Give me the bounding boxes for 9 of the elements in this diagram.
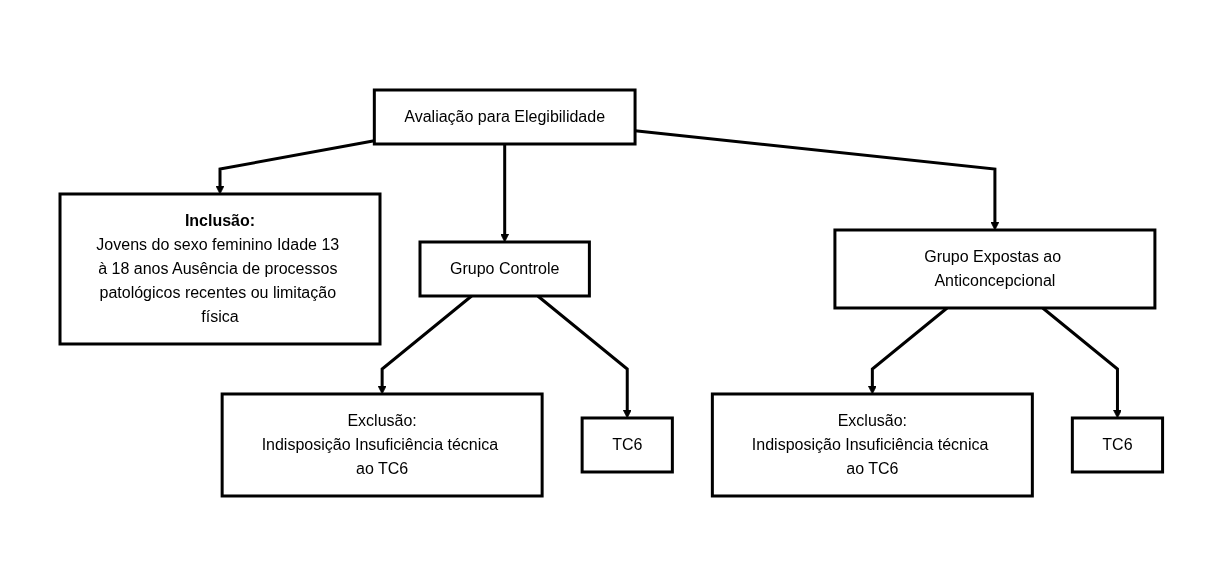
node-box: Grupo Expostas ao Anticoncepcional (833, 228, 1157, 310)
node-box: Grupo Controle (418, 240, 592, 298)
node-box: Inclusão: Jovens do sexo feminino Idade 13 à 18 anos Ausência de processos patológicos recentes ou limitação física (58, 192, 382, 346)
node-box: Avaliação para Elegibilidade (373, 88, 637, 146)
node-box: Exclusão: Indisposição Insuficiência técnica ao TC6 (711, 392, 1035, 498)
arrow (215, 139, 375, 195)
node-box: TC6 (1071, 416, 1165, 474)
node-box: TC6 (580, 416, 675, 474)
node-box: Exclusão: Indisposição Insuficiência técnica ao TC6 (220, 392, 544, 498)
